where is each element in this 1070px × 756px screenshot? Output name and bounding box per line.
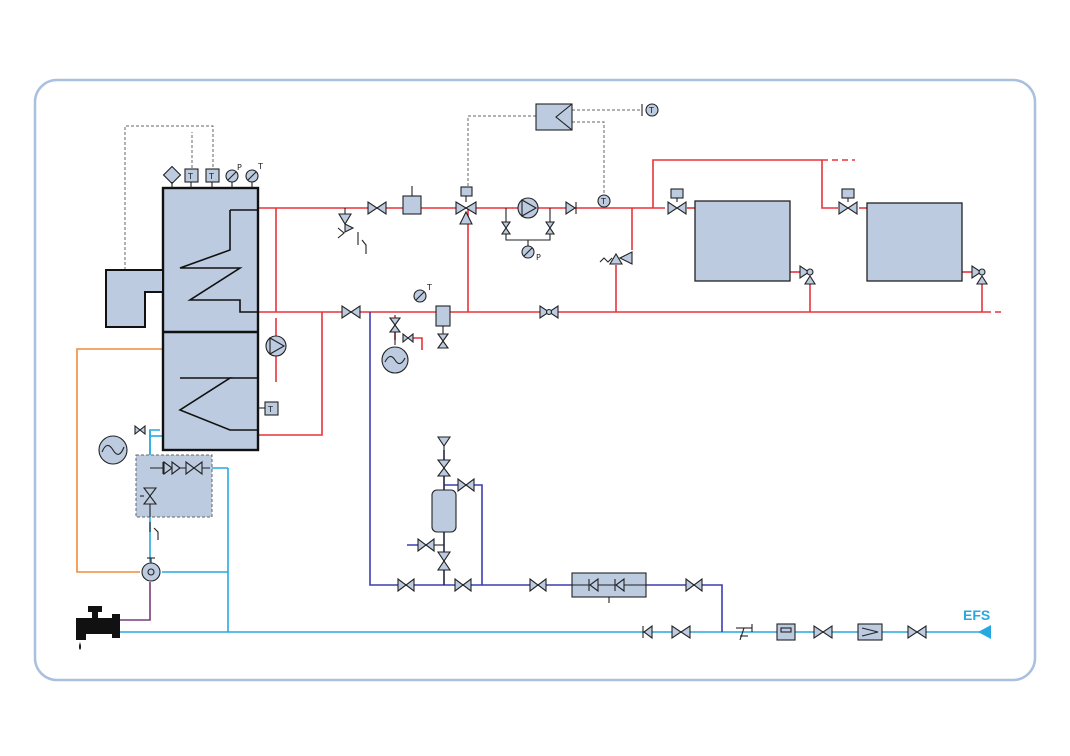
fill-check-valves: [457, 477, 475, 493]
system-separator: [571, 572, 647, 603]
fill-vent-valve: [436, 436, 452, 490]
overflow-valve: [599, 251, 633, 265]
balancing-valve: [539, 304, 559, 320]
fill-valve-3: [529, 577, 547, 593]
gate-valve-1: [367, 200, 387, 216]
gate-valve-4: [838, 200, 858, 216]
boiler-unit: [105, 269, 164, 328]
temp-label-1: T: [187, 172, 193, 181]
heating-controller: [535, 103, 573, 131]
return-temperature-label: T: [426, 283, 432, 292]
expansion-vessel-valves: [388, 317, 414, 345]
inlet-label: EFS: [963, 607, 990, 623]
storage-tank: [161, 186, 260, 452]
heating-pump: [517, 197, 539, 219]
circulation-line: [76, 348, 163, 573]
control-wiring: [124, 109, 642, 270]
radiator-2: [841, 188, 963, 282]
flow-temperature-sensor-label: T: [600, 197, 606, 206]
return-strainer: [435, 305, 451, 349]
tank-temperature-sensor-label: T: [267, 405, 273, 414]
inlet-strainer: [736, 624, 753, 641]
diagram-frame: [33, 78, 1037, 682]
safety-group: [135, 454, 213, 540]
circulation-pump: [265, 335, 287, 357]
tank-sensors: T T P T: [162, 162, 263, 188]
expansion-vessel: [381, 346, 409, 374]
thermostatic-mixing-valve: [141, 557, 161, 582]
temp-label-3: T: [257, 162, 263, 171]
pump-pressure-gauge: P: [500, 208, 556, 262]
inlet-valve-2: [813, 624, 833, 640]
gate-valve-2: [341, 304, 361, 320]
fill-valve-1: [397, 577, 415, 593]
radiator-2-return-valve: [971, 264, 988, 285]
flow-temperature-sensor: [597, 194, 611, 208]
inlet-valve-3: [907, 624, 927, 640]
inlet-valve-1: [671, 624, 691, 640]
air-separator: [402, 186, 422, 215]
mixing-valve: [455, 186, 477, 225]
check-valve-1: [565, 200, 577, 216]
outdoor-sensor-label: T: [648, 106, 654, 115]
outdoor-sensor: T: [641, 103, 659, 117]
radiator-1-return-valve: [799, 264, 816, 285]
return-temperature-gauge: T: [413, 283, 432, 303]
fill-lower-valves: [417, 532, 452, 585]
gate-valve-3: [667, 200, 687, 216]
pressure-reducer: [857, 623, 883, 641]
water-meter: [776, 623, 796, 641]
fill-valve-4: [685, 577, 703, 593]
radiator-1: [670, 188, 791, 282]
temp-label-2: T: [208, 172, 214, 181]
water-tap-icon: [76, 606, 120, 650]
fill-valve-2: [454, 577, 472, 593]
pressure-label-2: P: [536, 253, 541, 262]
inlet-check-valve: [642, 624, 653, 640]
cold-water-piping: [120, 429, 985, 633]
filter-cartridge: [431, 489, 457, 533]
potable-expansion-vessel: [98, 424, 146, 465]
inlet-arrow-icon: [978, 625, 991, 639]
drain-line: [120, 582, 151, 621]
pressure-label-1: P: [237, 163, 242, 172]
safety-valve: [337, 208, 367, 254]
